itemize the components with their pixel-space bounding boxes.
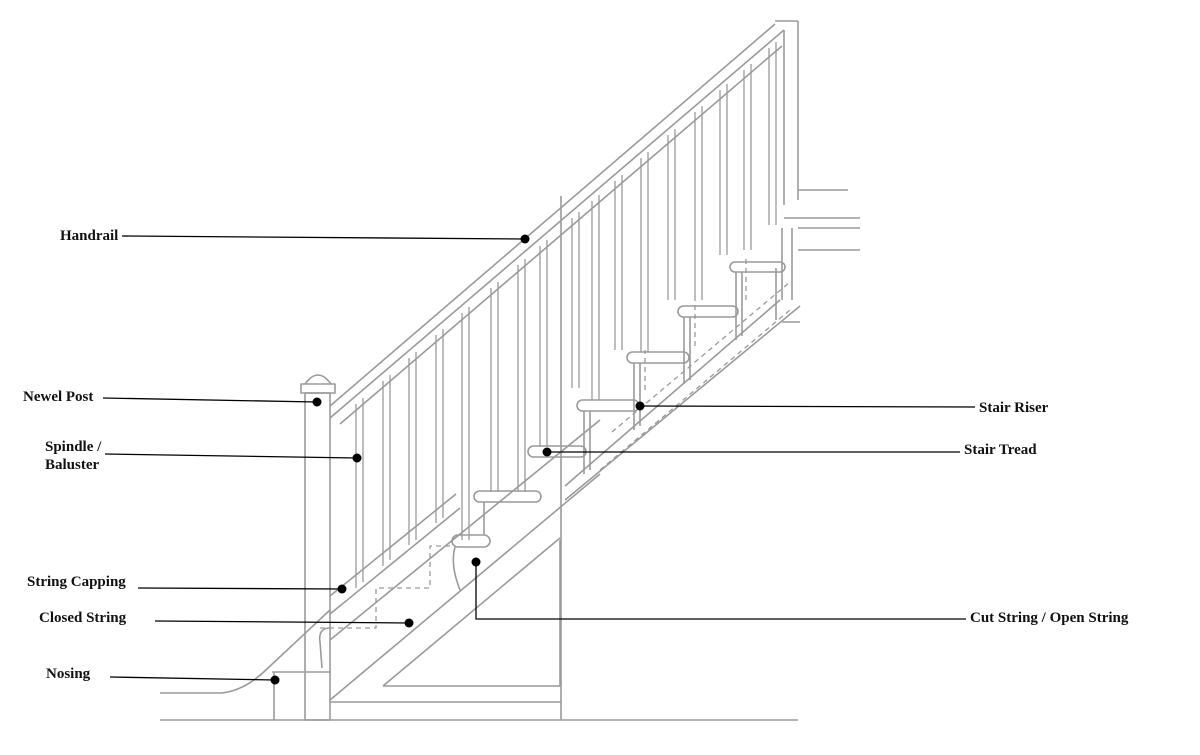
- label-closed-string: Closed String: [39, 610, 127, 626]
- label-cut-string: Cut String / Open String: [970, 610, 1129, 626]
- leader-lines: [102, 235, 976, 681]
- stair-treads: [451, 261, 786, 548]
- string-capping-dot: [337, 584, 347, 594]
- label-nosing: Nosing: [46, 666, 91, 682]
- label-spindle-line2: Baluster: [45, 457, 100, 473]
- label-stair-riser: Stair Riser: [979, 400, 1049, 416]
- spindle-dot: [352, 453, 362, 463]
- label-spindle-line1: Spindle /: [45, 439, 102, 455]
- closed-string-dot: [404, 618, 414, 628]
- nosing-dot: [270, 675, 280, 685]
- pointer-dots: [270, 234, 645, 685]
- label-newel-post: Newel Post: [23, 389, 94, 405]
- newel-post-shape: [300, 374, 336, 721]
- landing: [782, 189, 860, 323]
- label-stair-tread: Stair Tread: [964, 442, 1037, 458]
- stair-risers: [452, 228, 793, 591]
- label-string-capping: String Capping: [27, 574, 126, 590]
- cut-string-shape: [382, 196, 801, 720]
- spindles: [355, 42, 777, 588]
- newel-post-dot: [312, 397, 322, 407]
- label-spindle-baluster: Spindle / Baluster: [45, 438, 101, 474]
- handrail-dot: [520, 234, 530, 244]
- nosing-shape: [318, 627, 331, 669]
- label-handrail: Handrail: [60, 228, 119, 244]
- stair-riser-dot: [635, 401, 645, 411]
- stair-tread-dot: [542, 447, 552, 457]
- cut-string-dot: [471, 557, 481, 567]
- staircase-drawing: [160, 20, 860, 721]
- handrail-shape: [329, 20, 799, 425]
